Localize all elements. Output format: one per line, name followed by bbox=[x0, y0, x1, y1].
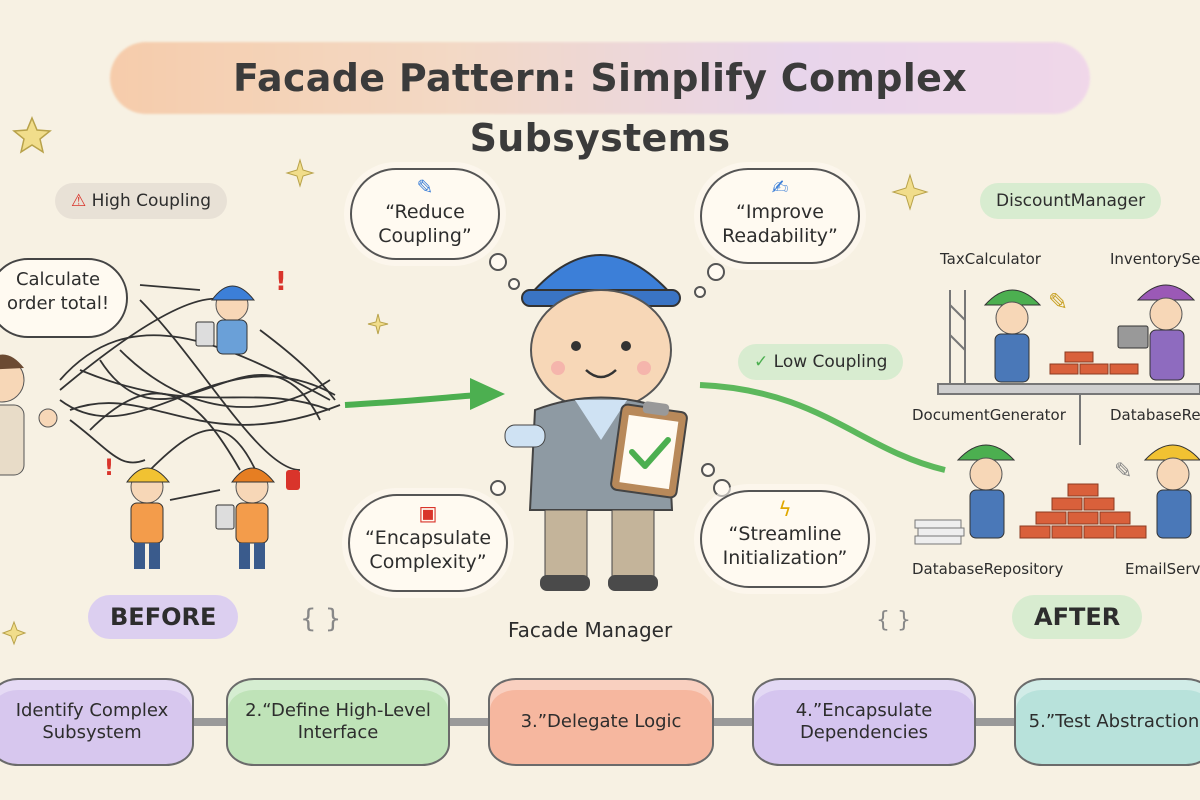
thought-dot bbox=[701, 463, 715, 477]
speech-text: Calculate order total! bbox=[6, 269, 110, 314]
pen-icon: ✍ bbox=[771, 175, 789, 199]
step-connector bbox=[960, 718, 1020, 726]
before-worker-left bbox=[126, 467, 171, 569]
step-label: Identify Complex Subsystem bbox=[15, 700, 169, 743]
check-icon: ✓ bbox=[754, 352, 769, 372]
title-banner bbox=[110, 42, 1090, 114]
cloud-text: “Reduce Coupling” bbox=[378, 201, 472, 247]
step-3-delegate: 3.”Delegate Logic bbox=[488, 678, 714, 766]
after-label: AFTER bbox=[1012, 595, 1143, 639]
sparkle-icon bbox=[367, 313, 389, 335]
thought-dot bbox=[694, 286, 706, 298]
star-icon bbox=[12, 116, 52, 154]
step-label: 5.”Test Abstraction bbox=[1028, 711, 1200, 732]
alert-tag-icon bbox=[286, 470, 300, 490]
transition-arrow bbox=[344, 392, 479, 408]
thought-dot bbox=[490, 480, 506, 496]
worker-label-email: EmailServ bbox=[1125, 560, 1200, 578]
low-coupling-badge: ✓ Low Coupling bbox=[738, 344, 904, 380]
warning-icon: ⚠ bbox=[71, 191, 87, 211]
step-connector bbox=[430, 718, 500, 726]
after-worker-inventory bbox=[1117, 284, 1196, 381]
sparkle-icon bbox=[891, 173, 929, 211]
tangled-dependency-lines bbox=[59, 284, 341, 501]
cloud-encapsulate-complexity: ▣ “Encapsulate Complexity” bbox=[348, 494, 508, 592]
discount-manager-badge: DiscountManager bbox=[980, 183, 1162, 219]
low-coupling-label: Low Coupling bbox=[773, 352, 888, 372]
after-worker-document bbox=[956, 444, 1016, 539]
paper-stack bbox=[914, 519, 965, 545]
exclamation-icon: ! bbox=[275, 267, 287, 297]
worker-label-tax: TaxCalculator bbox=[940, 250, 1041, 268]
before-label: BEFORE bbox=[88, 595, 239, 639]
worker-label-database-repo: DatabaseRepository bbox=[912, 560, 1064, 578]
worker-label-database-top: DatabaseRe bbox=[1110, 406, 1200, 424]
sparkle-icon bbox=[1, 620, 27, 646]
clipboard-icon bbox=[610, 401, 688, 499]
before-worker-top bbox=[195, 285, 256, 355]
step-1-identify: Identify Complex Subsystem bbox=[0, 678, 194, 766]
brick-stack-bottom bbox=[1019, 483, 1147, 539]
worker-label-document: DocumentGenerator bbox=[912, 406, 1066, 424]
brick-stack-top bbox=[1049, 351, 1139, 375]
cloud-text: “Streamline Initialization” bbox=[722, 523, 848, 569]
wrench-icon: ✎ bbox=[1048, 288, 1068, 316]
arrow-head-icon bbox=[470, 378, 505, 410]
step-label: 3.”Delegate Logic bbox=[520, 711, 682, 732]
step-connector bbox=[180, 718, 240, 726]
cloud-streamline-init: ϟ “Streamline Initialization” bbox=[700, 490, 870, 588]
braces-glyph: { } bbox=[876, 608, 911, 633]
thought-dot bbox=[489, 253, 507, 271]
worker-label-inventory: InventorySe bbox=[1110, 250, 1200, 268]
step-4-encapsulate: 4.”Encapsulate Dependencies bbox=[752, 678, 976, 766]
thought-dot bbox=[713, 479, 731, 497]
low-coupling-curve bbox=[699, 382, 946, 473]
thought-dot bbox=[508, 278, 520, 290]
high-coupling-badge: ⚠ High Coupling bbox=[55, 183, 227, 219]
braces-glyph: { } bbox=[300, 604, 342, 634]
step-label: 2.“Define High-Level Interface bbox=[245, 700, 431, 743]
exclamation-icon: ! bbox=[104, 456, 114, 481]
wrench-icon: ✎ bbox=[416, 175, 434, 199]
scaffold bbox=[937, 290, 1200, 445]
customer-speech-bubble: Calculate order total! bbox=[0, 258, 128, 338]
before-worker-right bbox=[215, 467, 276, 569]
facade-manager-label: Facade Manager bbox=[508, 618, 673, 642]
cloud-improve-readability: ✍ “Improve Readability” bbox=[700, 168, 860, 264]
page-title: Facade Pattern: Simplify Complex Subsyst… bbox=[232, 56, 967, 160]
high-coupling-label: High Coupling bbox=[91, 191, 211, 211]
gift-icon: ▣ bbox=[418, 501, 438, 525]
after-worker-email bbox=[1143, 444, 1200, 539]
wrench-icon: ✎ bbox=[1114, 459, 1132, 484]
sparkle-icon bbox=[285, 158, 315, 188]
step-connector bbox=[700, 718, 760, 726]
step-label: 4.”Encapsulate Dependencies bbox=[795, 700, 933, 743]
customer-figure bbox=[0, 354, 58, 476]
cloud-text: “Encapsulate Complexity” bbox=[364, 527, 492, 573]
check-icon bbox=[629, 437, 671, 469]
thought-dot bbox=[707, 263, 725, 281]
step-5-test: 5.”Test Abstraction bbox=[1014, 678, 1200, 766]
lightning-icon: ϟ bbox=[778, 497, 792, 521]
cloud-reduce-coupling: ✎ “Reduce Coupling” bbox=[350, 168, 500, 260]
step-2-define-interface: 2.“Define High-Level Interface bbox=[226, 678, 450, 766]
after-worker-tax bbox=[983, 289, 1042, 383]
cloud-text: “Improve Readability” bbox=[722, 201, 838, 247]
